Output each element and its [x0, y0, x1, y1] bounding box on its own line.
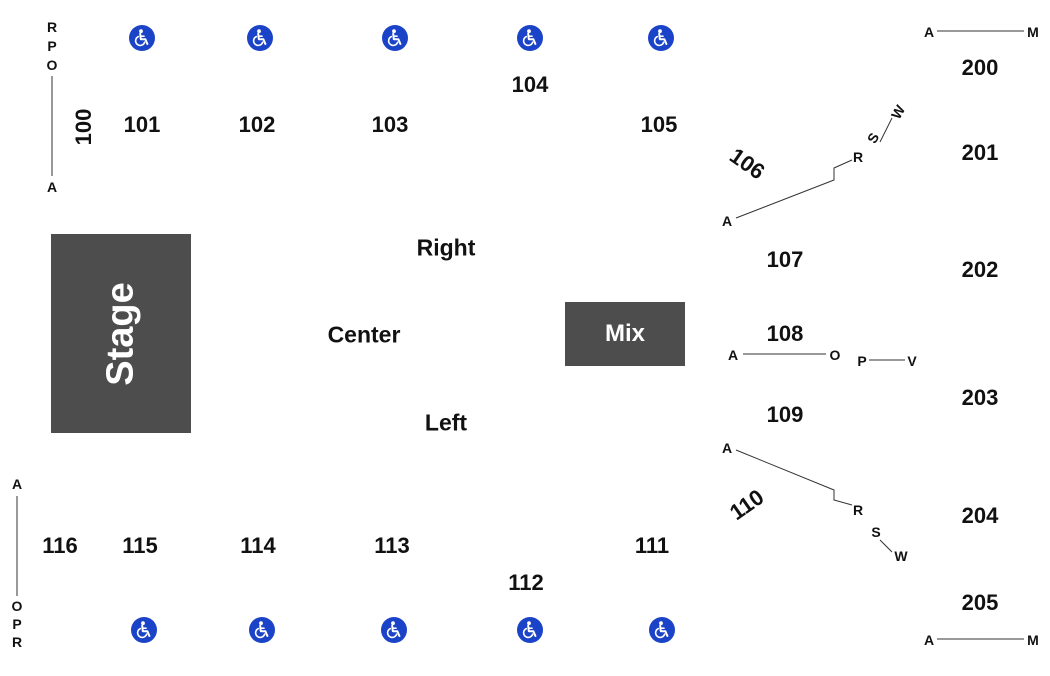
- section-101[interactable]: 101: [123, 112, 161, 137]
- row-label: A: [721, 213, 733, 229]
- row-label: A: [11, 476, 23, 492]
- row-label: W: [894, 548, 908, 564]
- wheelchair-icon[interactable]: [247, 25, 273, 51]
- row-line-110-end: [879, 539, 893, 553]
- floor-zone-left[interactable]: Left: [424, 409, 468, 436]
- row-label: O: [46, 57, 58, 73]
- row-label: R: [11, 634, 23, 650]
- floor-zone-right[interactable]: Right: [416, 234, 476, 261]
- wheelchair-icon[interactable]: [381, 617, 407, 643]
- row-label: P: [12, 616, 22, 632]
- row-label: P: [47, 38, 57, 54]
- wheelchair-icon[interactable]: [648, 25, 674, 51]
- row-label: R: [852, 502, 864, 518]
- section-100[interactable]: 100: [71, 108, 96, 146]
- row-line-106-end: [879, 117, 893, 143]
- row-label: A: [46, 179, 58, 195]
- wheelchair-icon[interactable]: [517, 25, 543, 51]
- section-202[interactable]: 202: [961, 257, 999, 282]
- row-label: M: [1027, 632, 1039, 648]
- wheelchair-icon[interactable]: [131, 617, 157, 643]
- wheelchair-icon[interactable]: [382, 25, 408, 51]
- section-203[interactable]: 203: [961, 385, 999, 410]
- section-113[interactable]: 113: [374, 533, 410, 558]
- wheelchair-icon[interactable]: [649, 617, 675, 643]
- row-label: V: [907, 353, 917, 369]
- wheelchair-icon[interactable]: [129, 25, 155, 51]
- row-label: O: [11, 598, 23, 614]
- section-201[interactable]: 201: [961, 140, 999, 165]
- row-line-106: [735, 159, 853, 219]
- wheelchair-icon[interactable]: [517, 617, 543, 643]
- wheelchair-icon[interactable]: [249, 617, 275, 643]
- row-label: R: [852, 149, 864, 165]
- section-115[interactable]: 115: [122, 533, 158, 558]
- row-label: A: [923, 24, 935, 40]
- section-111[interactable]: 111: [634, 533, 670, 558]
- section-116[interactable]: 116: [42, 533, 78, 558]
- row-label: A: [923, 632, 935, 648]
- section-102[interactable]: 102: [238, 112, 276, 137]
- stage-area[interactable]: Stage: [51, 234, 191, 433]
- stage-label: Stage: [99, 281, 142, 386]
- section-200[interactable]: 200: [961, 55, 999, 80]
- row-label: S: [871, 524, 881, 540]
- row-line-110: [735, 449, 853, 506]
- row-label: P: [857, 353, 867, 369]
- section-114[interactable]: 114: [240, 533, 276, 558]
- row-label: A: [721, 440, 733, 456]
- section-112[interactable]: 112: [508, 570, 544, 595]
- section-109[interactable]: 109: [766, 402, 804, 427]
- section-104[interactable]: 104: [511, 72, 549, 97]
- section-103[interactable]: 103: [371, 112, 409, 137]
- mix-area[interactable]: Mix: [565, 302, 685, 366]
- floor-zone-center[interactable]: Center: [327, 321, 401, 348]
- section-108[interactable]: 108: [766, 321, 804, 346]
- section-205[interactable]: 205: [961, 590, 999, 615]
- row-label: A: [727, 347, 739, 363]
- section-107[interactable]: 107: [766, 247, 804, 272]
- row-label: O: [829, 347, 841, 363]
- section-204[interactable]: 204: [961, 503, 999, 528]
- row-label: M: [1027, 24, 1039, 40]
- mix-label: Mix: [604, 320, 645, 347]
- row-label: R: [46, 19, 58, 35]
- section-105[interactable]: 105: [640, 112, 678, 137]
